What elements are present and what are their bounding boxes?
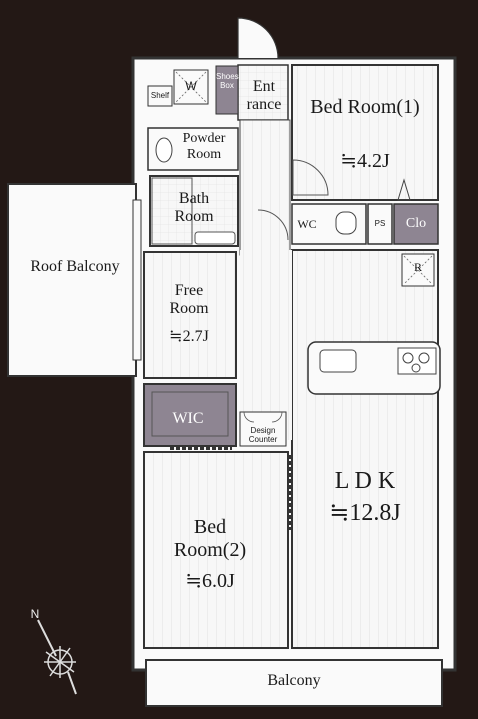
design-counter-box (239, 411, 287, 447)
balcony-area (145, 659, 443, 707)
ldk-hall (240, 250, 292, 440)
bed-room-2-size: ≒6.0J (185, 570, 235, 592)
ldk-label: L D K (334, 468, 396, 494)
compass-rose-icon (37, 619, 77, 695)
ps-box (367, 203, 393, 245)
ldk-size: ≒12.8J (329, 500, 401, 526)
wc-label: WC (297, 217, 317, 231)
balcony-label: Balcony (267, 672, 321, 689)
bed-room-1-label: Bed Room(1) (310, 96, 420, 118)
shelf-label: Shelf (150, 91, 170, 100)
w-label: W (185, 79, 197, 93)
free-room-size: ≒2.7J (169, 328, 209, 345)
free-room-label: Free Room (169, 282, 209, 318)
north-label: N (30, 607, 40, 621)
bed-room-2-floor (143, 451, 289, 649)
ps-label: PS (374, 219, 386, 228)
clo-box (393, 203, 439, 245)
shelf-box (147, 85, 173, 107)
entrance-label: Ent rance (246, 78, 282, 113)
shoes-box-label: Shoes Box (216, 72, 239, 91)
bed-room-1-size: ≒4.2J (340, 150, 390, 172)
free-room-floor (143, 251, 237, 379)
bed-room-2-label: Bed Room(2) (173, 516, 247, 561)
refrigerator-label: R (413, 260, 422, 274)
shoes-box (215, 65, 239, 115)
ldk-floor (291, 249, 439, 649)
bath-room-label: Bath Room (174, 190, 214, 226)
roof-balcony-label: Roof Balcony (30, 258, 120, 275)
powder-room-label: Powder Room (182, 131, 226, 163)
entrance-door-swing (237, 17, 279, 59)
roof-balcony-area (7, 183, 137, 377)
bed-room-1-floor (291, 64, 439, 201)
design-counter-label: Design Counter (248, 426, 278, 445)
wic-label: WIC (172, 410, 204, 427)
clo-label: Clo (405, 216, 427, 231)
hall-floor (239, 119, 291, 256)
